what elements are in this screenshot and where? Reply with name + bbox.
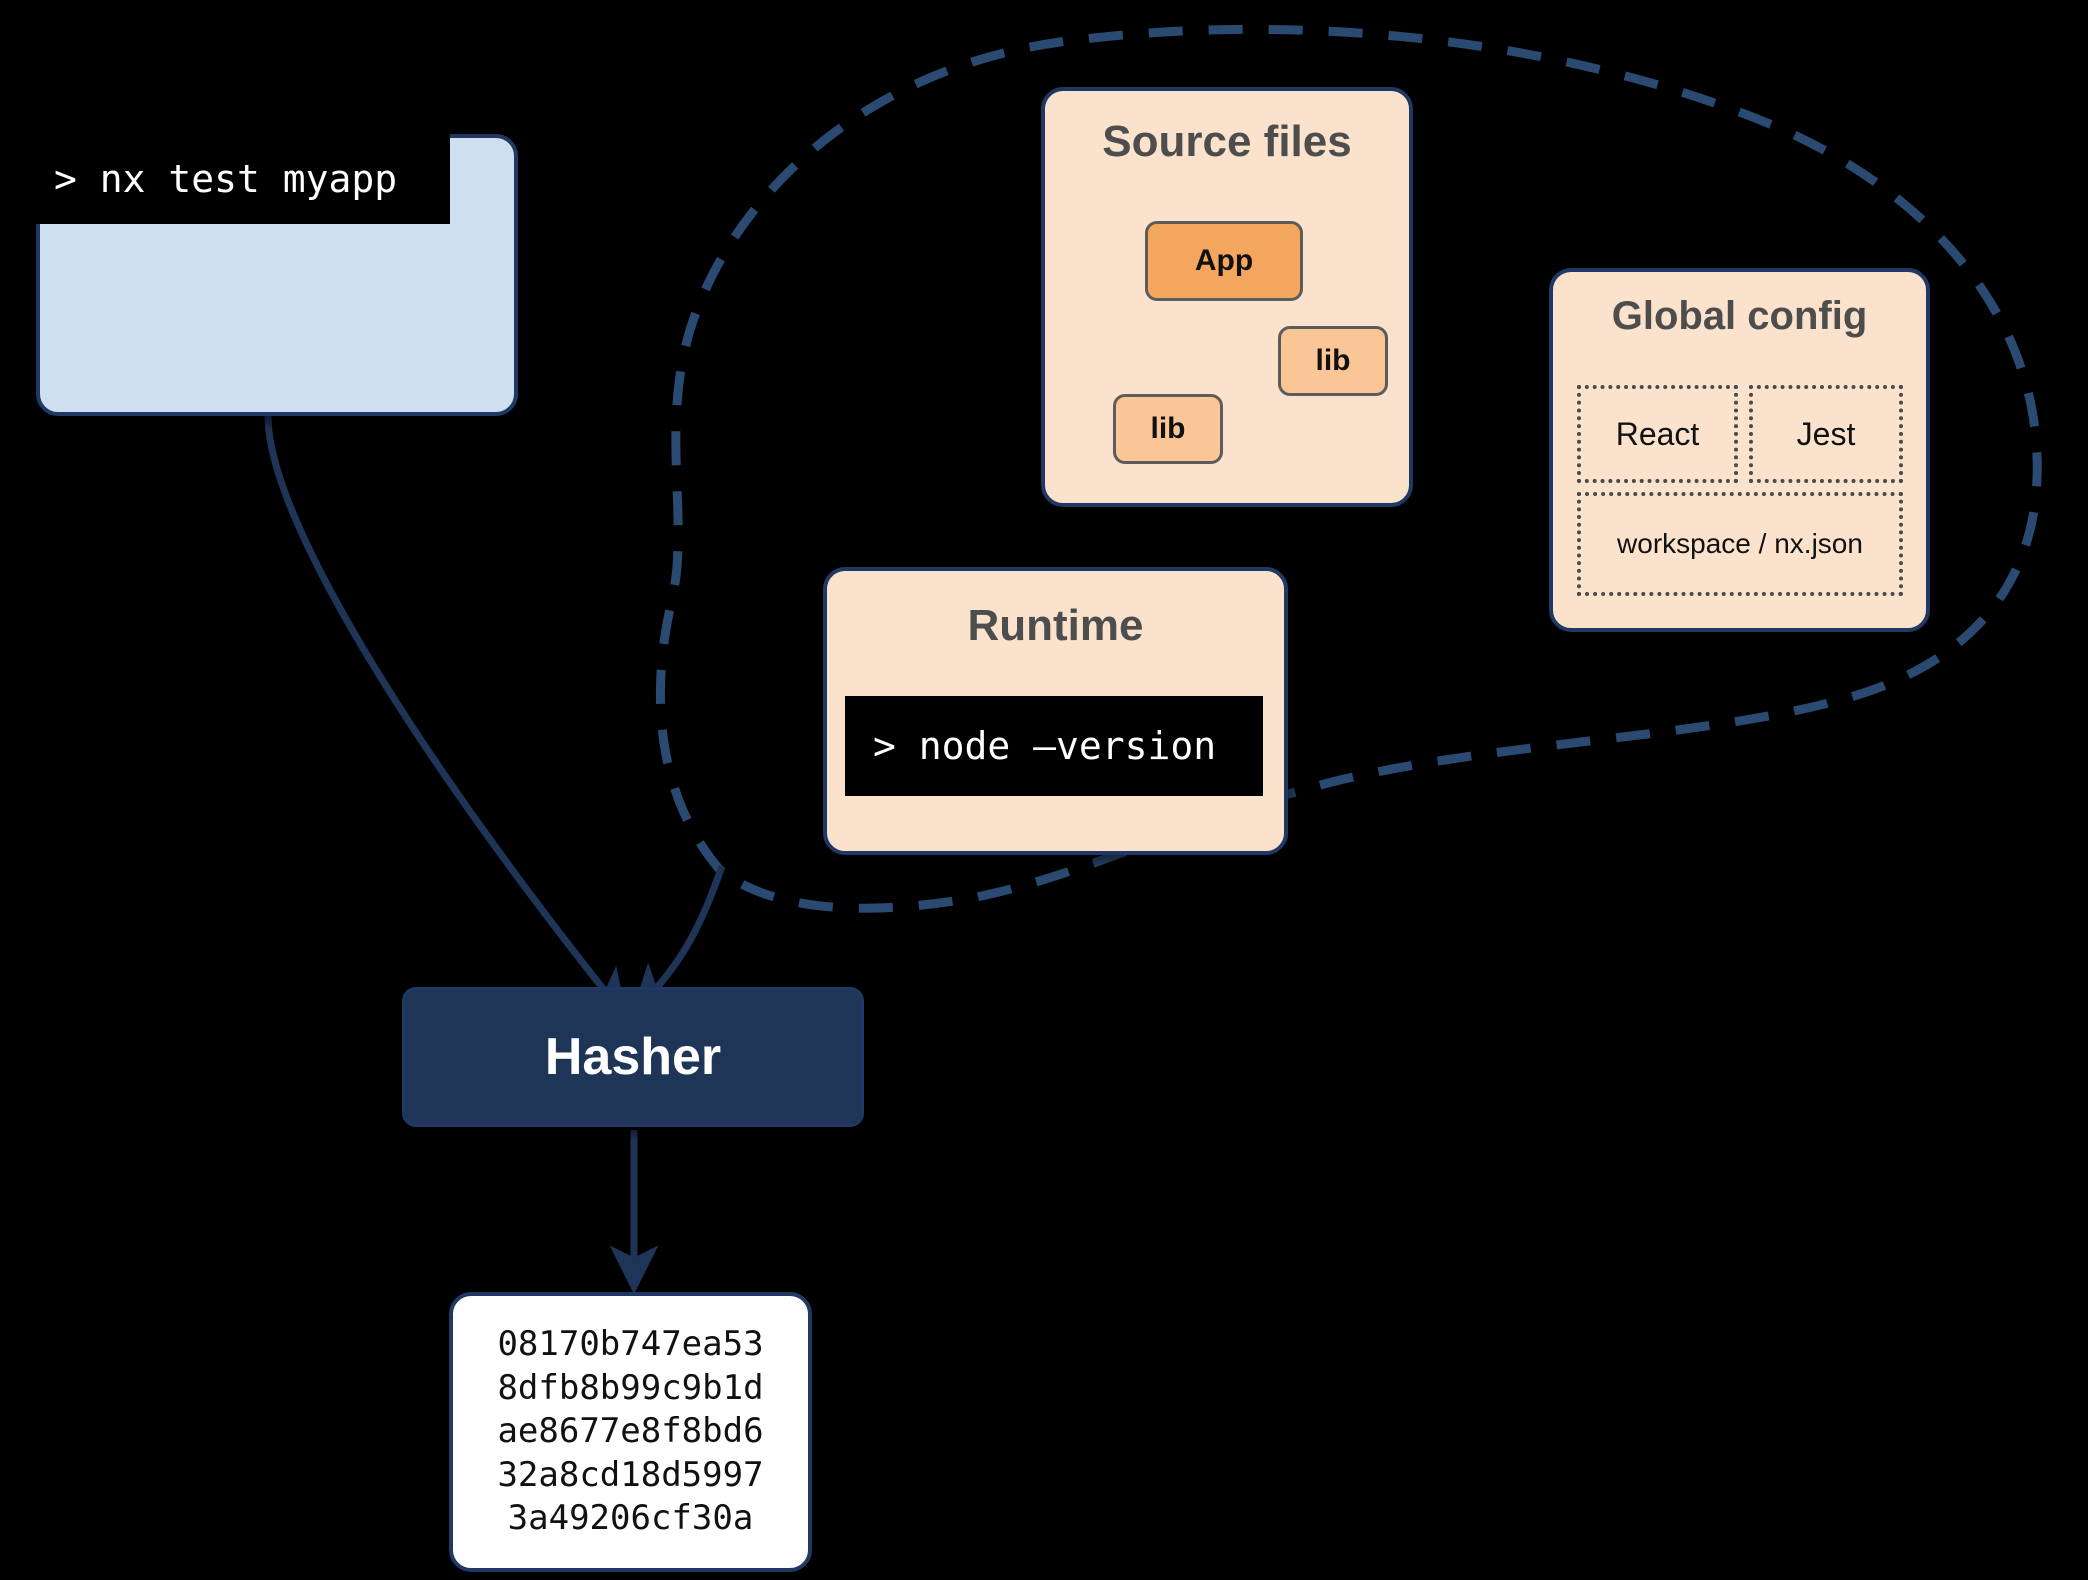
hash-line: 32a8cd18d5997: [497, 1454, 764, 1495]
arrow-operation-to-hasher: [264, 415, 628, 1020]
source-node-lib-right: lib: [1278, 326, 1388, 396]
runtime-command-text: > node –version: [873, 724, 1217, 768]
global-config-item-react-label: React: [1615, 415, 1700, 452]
runtime-terminal: > node –version: [845, 696, 1263, 796]
hash-line: 3a49206cf30a: [507, 1498, 754, 1539]
operation-terminal: > nx test myapp: [26, 134, 450, 224]
global-config-panel: Global config: [1549, 268, 1930, 632]
source-node-lib-left-label: lib: [1150, 412, 1186, 445]
source-files-title: Source files: [1102, 117, 1352, 166]
source-node-app-label: App: [1194, 244, 1254, 277]
runtime-title: Runtime: [967, 601, 1144, 650]
source-node-lib-right-label: lib: [1315, 344, 1351, 377]
hash-line: ae8677e8f8bd6: [497, 1411, 764, 1452]
global-config-item-workspace: workspace / nx.json: [1577, 492, 1903, 596]
hasher-node: Hasher: [402, 987, 864, 1127]
global-config-item-jest-label: Jest: [1796, 415, 1856, 452]
hash-output-box: 08170b747ea53 8dfb8b99c9b1d ae8677e8f8bd…: [449, 1292, 812, 1572]
source-node-app: App: [1145, 221, 1303, 301]
global-config-title: Global config: [1611, 294, 1868, 338]
global-config-item-react: React: [1577, 385, 1738, 483]
operation-command-text: > nx test myapp: [54, 157, 398, 201]
hash-line: 8dfb8b99c9b1d: [497, 1367, 764, 1408]
global-config-item-jest: Jest: [1749, 385, 1903, 483]
hash-line: 08170b747ea53: [497, 1324, 764, 1365]
source-node-lib-left: lib: [1113, 394, 1223, 464]
hasher-label: Hasher: [544, 1028, 722, 1086]
arrow-cloud-to-hasher: [631, 864, 726, 1015]
global-config-item-workspace-label: workspace / nx.json: [1617, 528, 1863, 559]
